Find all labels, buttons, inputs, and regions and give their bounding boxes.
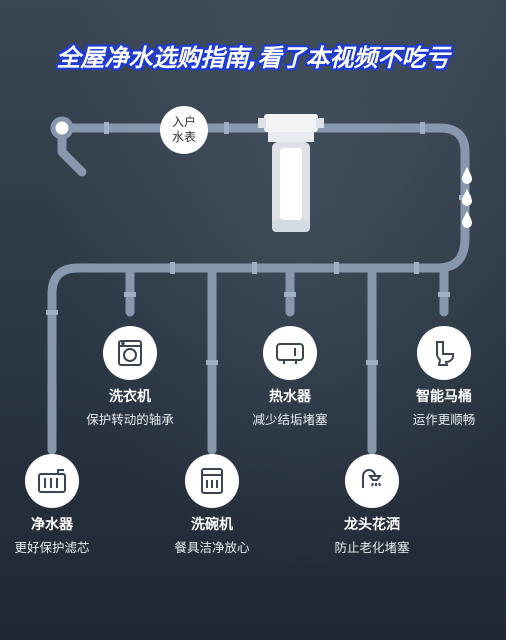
dishwasher-icon (185, 454, 239, 508)
appliance-toilet: 智能马桶 运作更顺畅 (384, 326, 504, 428)
pre-filter-icon (258, 114, 324, 232)
appliance-name: 洗碗机 (191, 517, 233, 533)
appliance-name: 洗衣机 (109, 389, 151, 405)
appliance-desc: 餐具洁净放心 (174, 540, 250, 555)
water-purifier-icon (25, 454, 79, 508)
appliance-name: 龙头花洒 (344, 517, 400, 533)
page-title: 全屋净水选购指南,看了本视频不吃亏 (56, 44, 450, 72)
washing-machine-icon (103, 326, 157, 380)
appliance-desc: 保护转动的轴承 (86, 412, 174, 427)
toilet-icon (417, 326, 471, 380)
main-pipe (47, 123, 470, 455)
meter-label-1: 入户 (171, 115, 196, 129)
appliance-dishwasher: 洗碗机 餐具洁净放心 (152, 454, 272, 556)
appliance-shower: 龙头花洒 防止老化堵塞 (312, 454, 432, 556)
water-drops-icon (462, 167, 472, 228)
appliance-washer: 洗衣机 保护转动的轴承 (70, 326, 190, 428)
appliance-purifier: 净水器 更好保护滤芯 (0, 454, 104, 556)
appliance-desc: 减少结垢堵塞 (252, 412, 328, 427)
appliance-name: 净水器 (31, 517, 73, 533)
appliance-name: 智能马桶 (416, 389, 472, 405)
water-meter: 入户 水表 (160, 106, 208, 154)
meter-label-2: 水表 (171, 130, 196, 144)
inlet-node (50, 116, 74, 140)
appliance-desc: 防止老化堵塞 (334, 540, 410, 555)
appliance-name: 热水器 (269, 389, 311, 405)
water-heater-icon (263, 326, 317, 380)
appliance-desc: 更好保护滤芯 (14, 540, 90, 555)
appliance-heater: 热水器 减少结垢堵塞 (230, 326, 350, 428)
shower-icon (345, 454, 399, 508)
appliance-desc: 运作更顺畅 (412, 412, 476, 427)
